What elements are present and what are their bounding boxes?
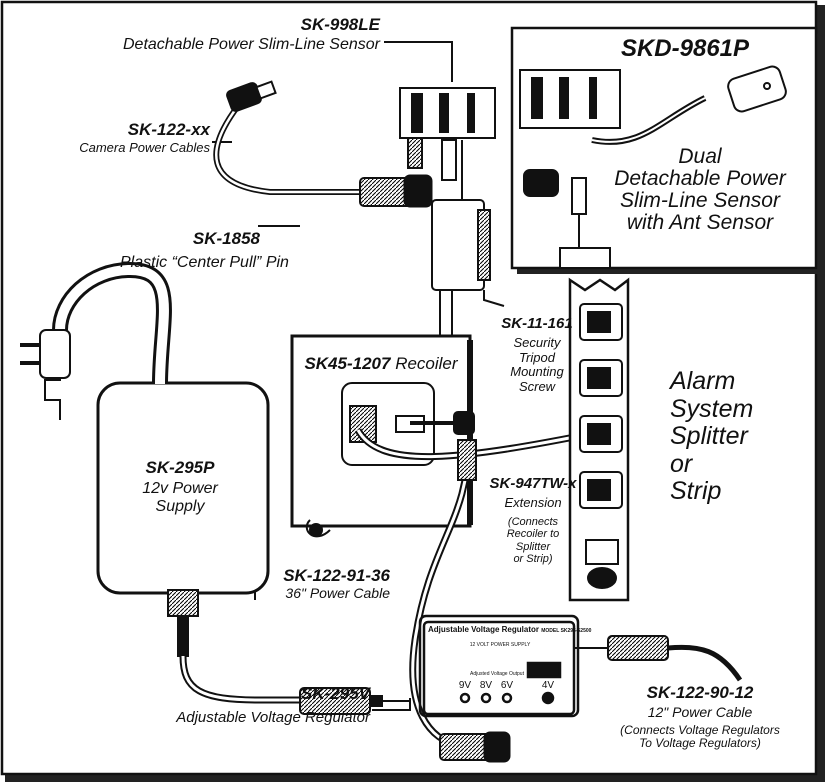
skd9861p-desc-line: Detachable Power (614, 167, 786, 191)
sk11161-desc-line: Screw (518, 378, 556, 394)
alarm-line: or (670, 449, 693, 478)
sk947twx-note: (Connects Recoiler to Splitter or Strip) (478, 516, 588, 565)
sk998le-code: SK-998LE (300, 15, 380, 34)
sk122xx-desc: Camera Power Cables (79, 140, 210, 155)
sk1229136-code: SK-122-91-36 (283, 566, 390, 585)
sk1229136-desc: 36" Power Cable (285, 585, 390, 601)
regulator-supply: 12 VOLT POWER SUPPLY (469, 642, 531, 648)
regulator-title: Adjustable Voltage Regulator MODEL SK295… (428, 625, 591, 635)
frame-shadow-bottom (5, 774, 825, 782)
sk451207-desc: Recoiler (395, 354, 458, 373)
sk1229012-code: SK-122-90-12 (646, 683, 754, 702)
sk295p-code: SK-295P (145, 458, 215, 477)
regulator-voltage: 4V (541, 680, 555, 691)
sk295p-desc: 12v Power Supply (110, 480, 250, 516)
sk295p-desc-line: 12v Power (142, 480, 218, 497)
frame-shadow (816, 5, 825, 781)
sk11161-desc-line: Mounting (510, 364, 564, 380)
sk11161-desc: Security Tripod Mounting Screw (492, 335, 582, 394)
regulator-title-text: Adjustable Voltage Regulator (428, 625, 539, 634)
voltage-regulator (418, 614, 743, 718)
alarm-line: Alarm (670, 367, 736, 395)
alarm-line: System (670, 394, 754, 423)
sk295p-desc-line: Supply (155, 497, 205, 515)
regulator-model: MODEL SK295-62500 (541, 628, 592, 634)
power-supply (20, 261, 410, 715)
tripod-screw (410, 411, 475, 435)
skd9861p-desc-line: with Ant Sensor (626, 211, 774, 235)
camera-power-cable (213, 80, 433, 208)
sk1858-code: SK-1858 (192, 229, 260, 248)
recoiler (290, 334, 473, 538)
sk11161-desc-line: Security (513, 335, 561, 350)
skd9861p-desc: Dual Detachable Power Slim-Line Sensor w… (600, 145, 800, 235)
extension-cable (354, 428, 601, 461)
sk947twx-note-line: Splitter (515, 540, 551, 553)
regulator-voltage: 8V (479, 680, 493, 691)
sk1229012-note: (Connects Voltage Regulators To Voltage … (590, 723, 810, 751)
sk295v-desc: Adjustable Voltage Regulator (176, 709, 370, 726)
power-cable-36 (409, 439, 511, 763)
sk998le-sensor (399, 87, 496, 205)
skd9861p-desc-line: Dual (678, 145, 722, 168)
sk1229012-note-line: (Connects Voltage Regulators (620, 723, 780, 737)
skd9861p-sensor (519, 65, 787, 269)
sk1229012-note-line: To Voltage Regulators) (639, 736, 761, 751)
sk451207-code: SK45-1207 (304, 354, 391, 373)
skd9861p-code: SKD-9861P (620, 35, 750, 62)
sk947twx-desc: Extension (504, 495, 562, 510)
sk11161-code: SK-11-161 (501, 315, 573, 332)
regulator-voltage: 6V (500, 680, 514, 691)
regulator-voltage: 9V (458, 680, 472, 691)
sk947twx-note-line: (Connects (507, 516, 559, 528)
sk11161-desc-line: Tripod (519, 349, 555, 365)
sk451207-label: SK45-1207 Recoiler (296, 354, 466, 373)
sk295v-code: SK-295V (301, 684, 370, 703)
sk1858-desc: Plastic “Center Pull” Pin (120, 254, 289, 271)
sk1229012-desc: 12" Power Cable (647, 704, 753, 720)
sk947twx-code: SK-947TW-x (489, 475, 577, 492)
skd9861p-desc-line: Slim-Line Sensor (620, 189, 780, 213)
sk998le-desc: Detachable Power Slim-Line Sensor (122, 36, 380, 53)
alarm-line: Strip (670, 477, 722, 505)
sk122xx-code: SK-122-xx (127, 120, 210, 139)
alarm-splitter-strip (568, 277, 630, 602)
regulator-output: Adjusted Voltage Output (470, 671, 524, 677)
center-pull-pin (431, 199, 491, 335)
alarm-strip-label: Alarm System Splitter or Strip (670, 367, 810, 506)
sk947twx-note-line: Recoiler to (506, 528, 560, 541)
sk947twx-note-line: or Strip) (513, 552, 553, 565)
alarm-line: Splitter (670, 422, 748, 450)
